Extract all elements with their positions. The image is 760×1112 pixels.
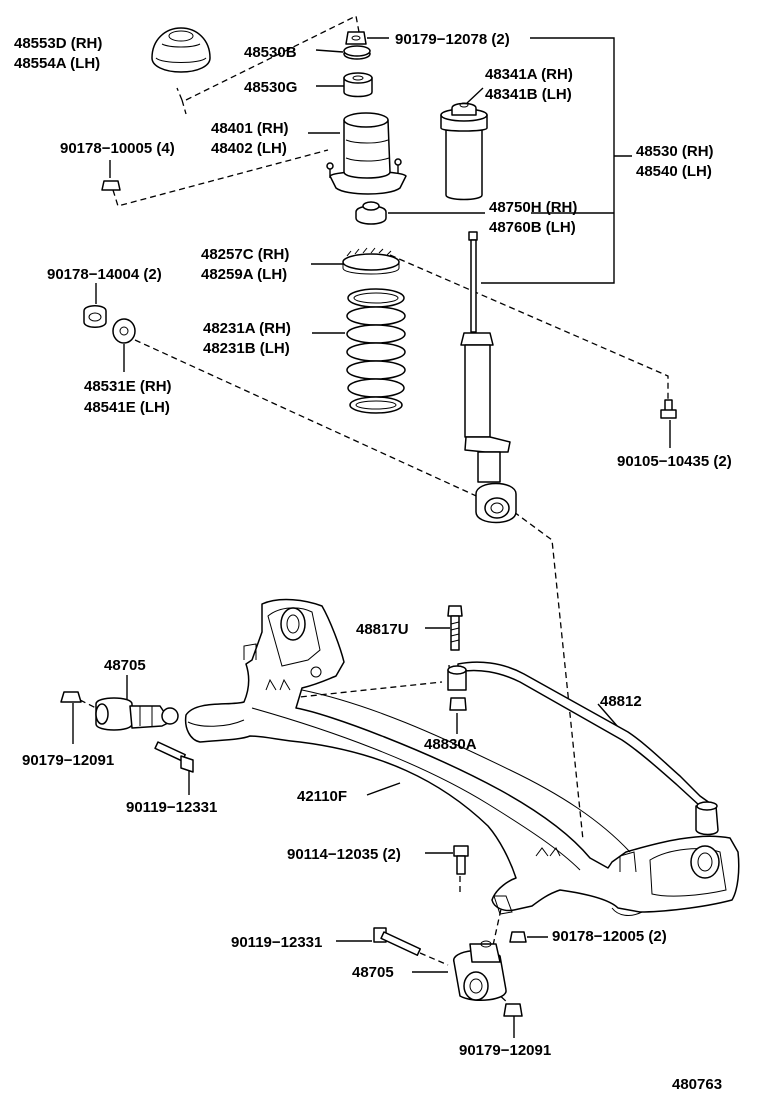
label-48750H: 48750H (RH) [489, 199, 577, 216]
label-48257C: 48257C (RH) [201, 246, 289, 263]
label-48341A: 48341A (RH) [485, 66, 573, 83]
label-48530: 48530 (RH) [636, 143, 714, 160]
label-48530B: 48530B [244, 44, 297, 61]
label-48401: 48401 (RH) [211, 120, 289, 137]
bolt-90105-10435 [660, 399, 677, 419]
label-48541E: 48541E (LH) [84, 399, 170, 416]
bound-stopper-48750H [355, 201, 387, 225]
label-48554A: 48554A (LH) [14, 55, 100, 72]
label-90105-10435: 90105−10435 (2) [617, 453, 732, 470]
label-48402: 48402 (LH) [211, 140, 287, 157]
label-48259A: 48259A (LH) [201, 266, 287, 283]
label-90179-12078: 90179−12078 (2) [395, 31, 510, 48]
nut-90179-12091-left [60, 691, 82, 703]
bushing-48705-left [95, 697, 179, 731]
cushion-48530G [343, 72, 373, 98]
washer-48531E [112, 318, 136, 344]
label-90179-12091-bottom: 90179−12091 [459, 1042, 551, 1059]
rear-axle-beam [184, 598, 740, 916]
shock-absorber [460, 231, 517, 524]
nut-top [345, 31, 367, 45]
label-48530G: 48530G [244, 79, 297, 96]
label-48553D: 48553D (RH) [14, 35, 102, 52]
bolt-48817U [447, 605, 463, 651]
bolt-90119-12331-bottom [373, 927, 422, 956]
leader-lines [72, 37, 671, 1038]
label-48531E: 48531E (RH) [84, 378, 172, 395]
nut-90178-14004 [83, 305, 107, 328]
assembly-dashed-lines [79, 15, 669, 1006]
label-48231A: 48231A (RH) [203, 320, 291, 337]
label-48705-top: 48705 [104, 657, 146, 674]
label-48705-bottom: 48705 [352, 964, 394, 981]
label-90179-12091-left: 90179−12091 [22, 752, 114, 769]
stabilizer-bushing [447, 665, 467, 691]
label-90178-10005: 90178−10005 (4) [60, 140, 175, 157]
label-90178-12005: 90178−12005 (2) [552, 928, 667, 945]
stabilizer-bar [457, 661, 719, 836]
label-90178-14004: 90178−14004 (2) [47, 266, 162, 283]
nut-90178-10005 [101, 180, 121, 191]
label-48812: 48812 [600, 693, 642, 710]
bolt-90119-12331-left [154, 741, 194, 773]
label-48817U: 48817U [356, 621, 409, 638]
label-48540: 48540 (LH) [636, 163, 712, 180]
upper-support-mount [326, 112, 407, 195]
washer-48530B [343, 45, 371, 60]
part-labels: 48553D (RH) 48554A (LH) 48530B 90179−120… [14, 31, 732, 1093]
label-48830A: 48830A [424, 736, 477, 753]
label-90119-12331-left: 90119−12331 [126, 799, 217, 816]
label-48341B: 48341B (LH) [485, 86, 572, 103]
label-48760B: 48760B (LH) [489, 219, 576, 236]
coil-spring [346, 288, 406, 414]
bushing-48705-bottom [453, 940, 507, 1002]
nut-90178-12005 [509, 931, 527, 943]
diagram-number: 480763 [672, 1076, 722, 1093]
nut-90179-12091-bottom [503, 1003, 523, 1017]
label-48231B: 48231B (LH) [203, 340, 290, 357]
label-90119-12331-bottom: 90119−12331 [231, 934, 322, 951]
dust-cap [151, 27, 211, 73]
label-42110F: 42110F [297, 788, 347, 805]
spring-seat [342, 247, 400, 275]
nut-48830A [449, 697, 467, 711]
bump-stopper [440, 102, 488, 201]
label-90114-12035: 90114−12035 (2) [287, 846, 401, 863]
bolt-90114-12035 [453, 845, 469, 875]
